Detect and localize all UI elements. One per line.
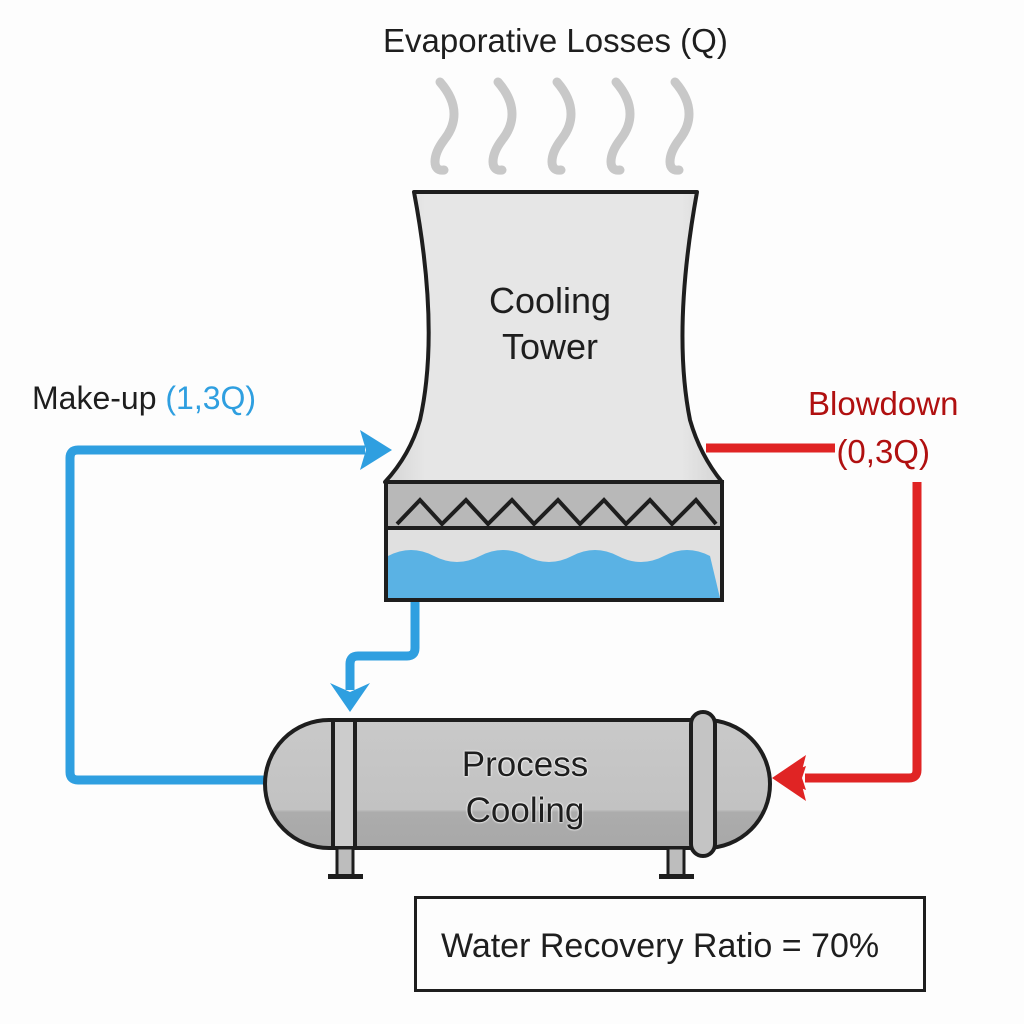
- process-cooling-label-line1: Process: [461, 745, 589, 784]
- cooling-tower-label: Cooling Tower: [420, 278, 680, 370]
- makeup-arrow-icon: [360, 430, 392, 470]
- evaporative-losses-label: Evaporative Losses (Q): [383, 22, 728, 59]
- cooling-tower-label-line1: Cooling: [488, 280, 612, 321]
- steam-icon: [606, 77, 635, 175]
- process-tank: [263, 710, 772, 879]
- blowdown-arrow-icon: [772, 755, 806, 801]
- blowdown-value: (0,3Q): [836, 433, 930, 470]
- recovery-ratio-box: Water Recovery Ratio = 70%: [414, 896, 926, 992]
- steam-icon: [665, 77, 694, 175]
- water: [388, 550, 720, 598]
- return-pipe: [345, 600, 420, 690]
- process-cooling-label-line2: Cooling: [465, 791, 585, 830]
- blowdown-label-text: Blowdown: [808, 385, 959, 422]
- makeup-label: Make-up (1,3Q): [32, 380, 256, 417]
- steam-plumes: [430, 77, 694, 175]
- makeup-pipe: [65, 445, 365, 785]
- recovery-ratio-text: Water Recovery Ratio = 70%: [441, 927, 880, 965]
- process-cooling-label: Process Cooling: [395, 742, 655, 834]
- blowdown-pipe: [706, 443, 922, 783]
- steam-icon: [430, 77, 459, 175]
- cooling-tower-label-line2: Tower: [501, 326, 599, 367]
- blowdown-label: Blowdown (0,3Q): [808, 380, 958, 476]
- makeup-label-text: Make-up: [32, 380, 157, 416]
- steam-icon: [488, 77, 517, 175]
- makeup-value: (1,3Q): [165, 380, 257, 416]
- fill-zigzag: [395, 497, 718, 527]
- steam-icon: [547, 77, 576, 175]
- return-arrow-icon: [330, 683, 370, 712]
